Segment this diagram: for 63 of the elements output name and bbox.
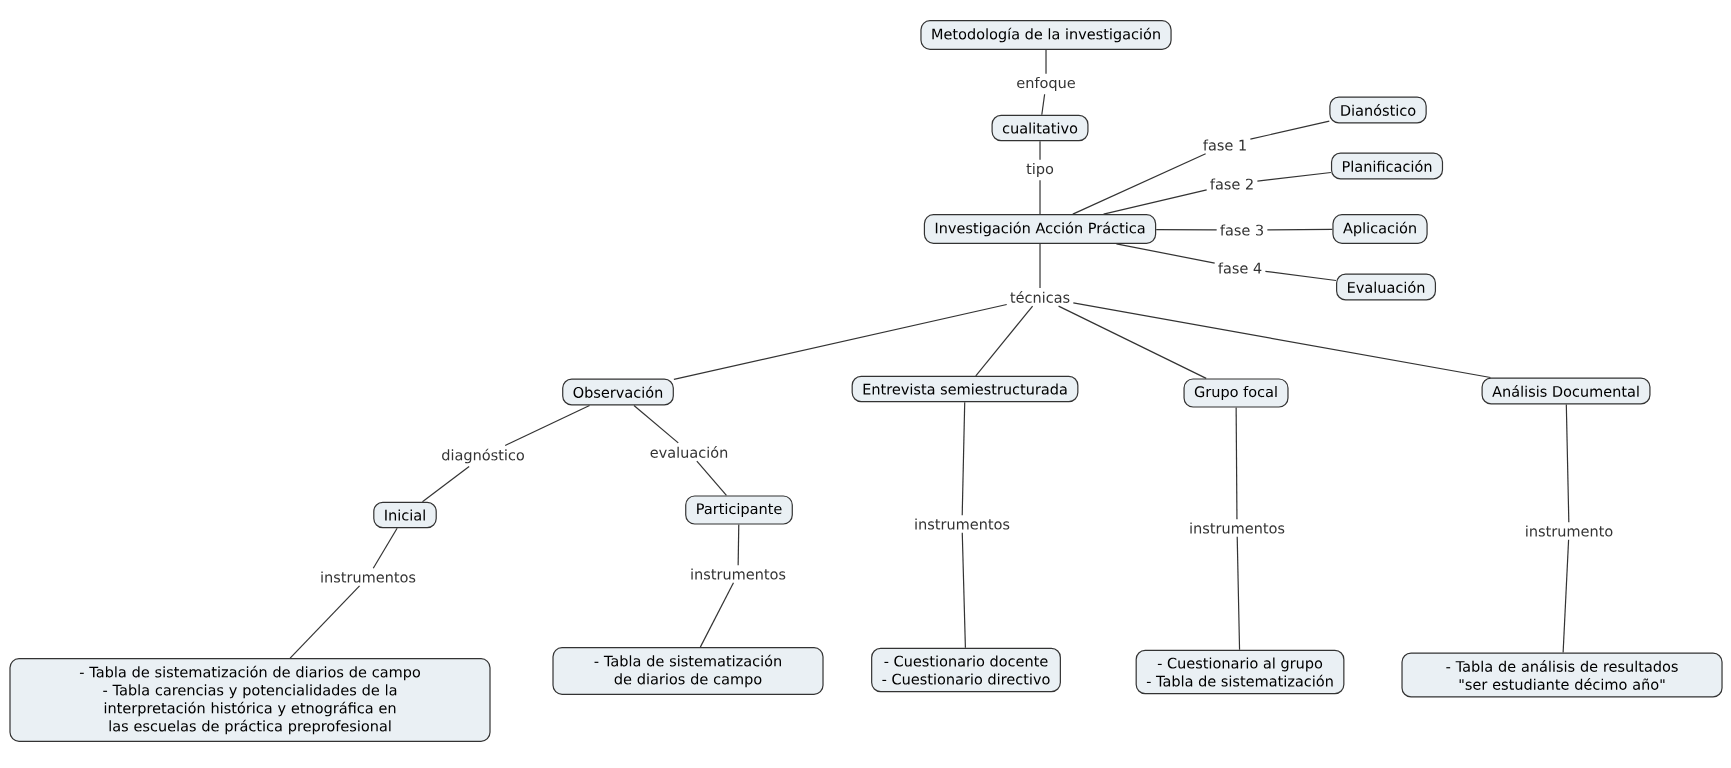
connector-line bbox=[673, 303, 1008, 381]
connector-line bbox=[1249, 120, 1330, 140]
connector-line bbox=[1103, 189, 1208, 215]
connector-line bbox=[289, 585, 361, 659]
concept-box: - Tabla de sistematización de diarios de campo bbox=[552, 647, 824, 695]
concept-box: cualitativo bbox=[991, 114, 1089, 142]
concept-box: Evaluación bbox=[1336, 273, 1436, 301]
connector-line bbox=[699, 582, 735, 648]
concept-box: Entrevista semiestructurada bbox=[851, 375, 1079, 403]
connector-line bbox=[1565, 403, 1570, 523]
connector-line bbox=[1072, 302, 1492, 379]
concept-box: Metodología de la investigación bbox=[920, 20, 1172, 50]
concept-box: - Cuestionario docente - Cuestionario directivo bbox=[871, 647, 1061, 693]
connector-line bbox=[1045, 49, 1047, 75]
concept-box: - Tabla de sistematización de diarios de campo - Tabla carencias y potencialidades de la interpretación histórica y etnográfica en las escuelas de práctica preprofesional bbox=[9, 658, 491, 742]
connector-line bbox=[504, 404, 591, 447]
connector-line bbox=[975, 305, 1034, 377]
connector-line bbox=[1562, 539, 1570, 654]
connector-line bbox=[1072, 153, 1207, 215]
connector-line bbox=[1266, 228, 1333, 231]
concept-box: Observación bbox=[562, 378, 674, 406]
connector-line bbox=[1155, 229, 1218, 231]
connector-line bbox=[1236, 536, 1241, 651]
connector-line bbox=[633, 404, 679, 444]
linking-phrase: tipo bbox=[1026, 163, 1054, 177]
connector-line bbox=[696, 460, 727, 496]
connector-line bbox=[961, 401, 966, 516]
linking-phrase: instrumentos bbox=[321, 571, 416, 583]
connector-line bbox=[1235, 407, 1238, 520]
connector-line bbox=[1058, 305, 1207, 379]
concept-box: Investigación Acción Práctica bbox=[923, 214, 1157, 244]
linking-phrase: enfoque bbox=[1017, 77, 1075, 91]
linking-phrase: fase 3 bbox=[1220, 224, 1263, 236]
concept-box: - Tabla de análisis de resultados "ser estudiante décimo año" bbox=[1401, 652, 1723, 698]
concept-box: Inicial bbox=[373, 501, 437, 529]
linking-phrase: instrumentos bbox=[1190, 522, 1285, 534]
linking-phrase: diagnóstico bbox=[442, 448, 524, 464]
connector-line bbox=[1041, 93, 1046, 116]
connector-line bbox=[421, 465, 470, 503]
connector-line bbox=[372, 527, 398, 569]
connector-line bbox=[1115, 243, 1216, 264]
connector-line bbox=[1039, 140, 1041, 161]
linking-phrase: técnicas bbox=[1010, 291, 1070, 303]
concept-box: Planificación bbox=[1330, 152, 1444, 180]
linking-phrase: fase 2 bbox=[1210, 178, 1253, 190]
connector-line bbox=[737, 524, 740, 566]
concept-box: Dianóstico bbox=[1329, 96, 1427, 124]
linking-phrase: instrumentos bbox=[915, 518, 1010, 530]
concept-box: Grupo focal bbox=[1183, 378, 1289, 408]
connector-line bbox=[1256, 171, 1332, 182]
concept-box: Participante bbox=[685, 495, 793, 525]
connector-line bbox=[1039, 179, 1041, 215]
linking-phrase: fase 4 bbox=[1218, 262, 1262, 274]
connector-line bbox=[1264, 270, 1337, 282]
linking-phrase: instrumento bbox=[1526, 525, 1613, 537]
connector-line bbox=[961, 532, 966, 649]
linking-phrase: instrumentos bbox=[691, 568, 786, 580]
linking-phrase: evaluación bbox=[650, 446, 728, 458]
concept-box: - Cuestionario al grupo - Tabla de sistematización bbox=[1135, 649, 1345, 695]
linking-phrase: fase 1 bbox=[1203, 139, 1246, 151]
concept-box: Análisis Documental bbox=[1481, 377, 1651, 405]
connector-line bbox=[1039, 243, 1041, 289]
concept-box: Aplicación bbox=[1332, 214, 1428, 244]
